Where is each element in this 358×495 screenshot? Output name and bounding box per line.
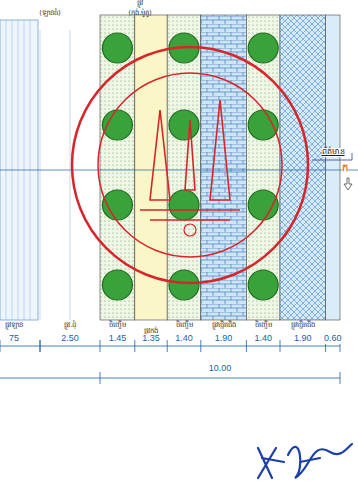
tree-symbol — [169, 190, 199, 220]
dimension-lines — [0, 340, 340, 384]
dimension-text: 1.90 — [293, 334, 313, 344]
dimension-text: 1.90 — [214, 334, 234, 344]
tree-symbol — [102, 270, 132, 300]
road-strip — [201, 15, 247, 320]
label-text: (ឡានធំ) — [39, 10, 60, 18]
tree-symbol — [248, 190, 278, 220]
label-text: ផ្លូវថ្មើរជើង — [212, 322, 236, 330]
official-stamp — [72, 47, 308, 283]
label-text: ព័ត៌មាន — [322, 148, 345, 157]
road-strip — [135, 15, 167, 320]
label-text: (កង់.ម៉ូតូ) — [128, 10, 152, 18]
label-text: ផ្លូវឡាន — [5, 322, 23, 330]
dimension-text: 0.60 — [323, 334, 343, 344]
road-strip — [167, 15, 201, 320]
dimension-text: 2.50 — [60, 334, 80, 344]
road-strip — [100, 15, 135, 320]
label-text: ផ្លូវថ្មើរជើង — [291, 322, 315, 330]
signature — [258, 444, 352, 478]
tree-symbol — [169, 110, 199, 140]
road-strip — [246, 15, 280, 320]
label-text: ក — [342, 162, 348, 173]
label-text: ផ្លូវ — [137, 0, 143, 8]
dimension-text: 1.45 — [108, 334, 128, 344]
road-strip — [326, 15, 340, 320]
tree-symbol — [248, 270, 278, 300]
road-strip — [280, 15, 326, 320]
label-text: ចិញ្ចើម — [176, 322, 193, 330]
dimension-text: 10.00 — [208, 364, 233, 374]
label-text: ចិញ្ចើម — [255, 322, 272, 330]
tree-symbol — [102, 33, 132, 63]
label-text: ផ្លូវ.ដុំ — [64, 322, 76, 330]
tree-symbol — [248, 33, 278, 63]
tree-symbol — [169, 270, 199, 300]
dimension-text: 1.35 — [141, 334, 161, 344]
tree-symbol — [248, 110, 278, 140]
section-marker — [0, 153, 358, 190]
dimension-text: 1.40 — [174, 334, 194, 344]
dimension-text: 1.40 — [253, 334, 273, 344]
label-text: ចិញ្ចើម — [109, 322, 126, 330]
dimension-text: 75 — [8, 334, 20, 344]
